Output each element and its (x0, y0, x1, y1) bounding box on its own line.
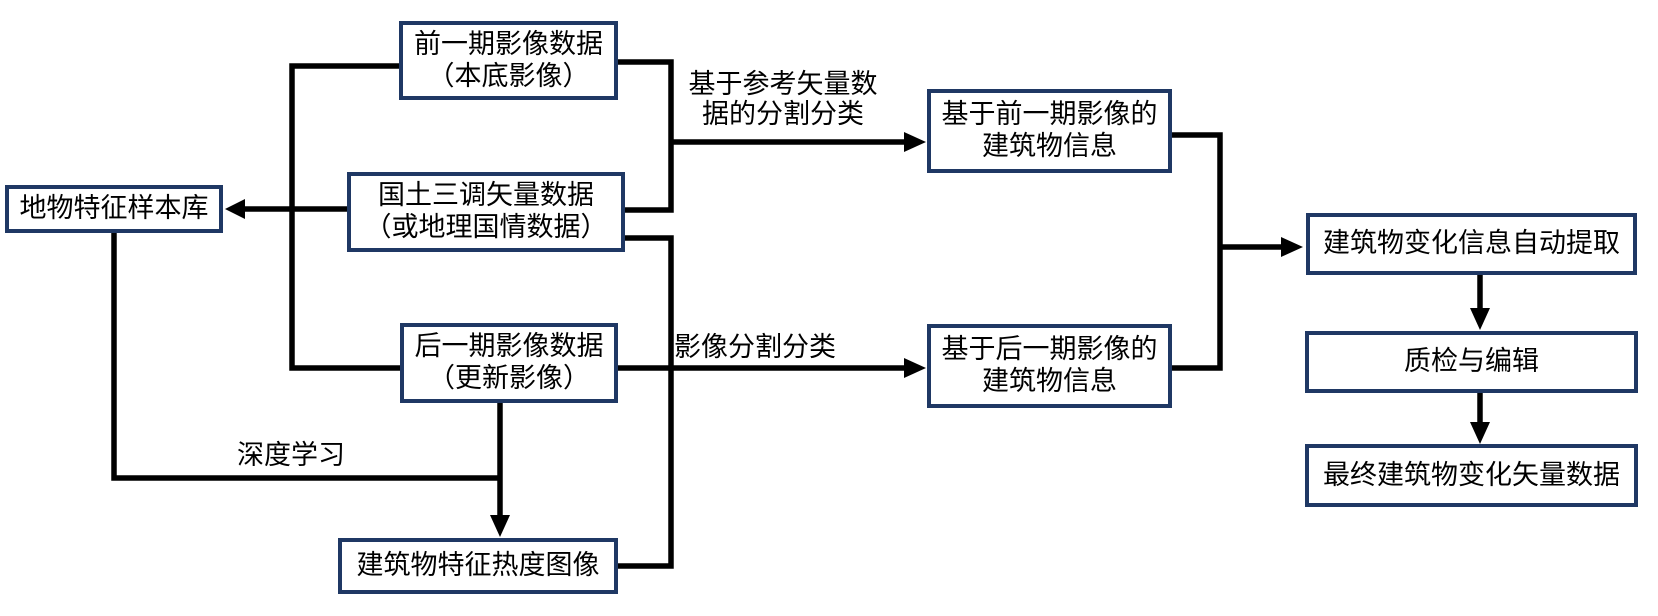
connector-deep-learning-path (111, 232, 500, 481)
node-next-image-box: 后一期影像数据 （更新影像） (400, 323, 618, 403)
node-prev-image-line1: 前一期影像数据 (414, 28, 603, 59)
connector-prev-to-next-image-rail (289, 63, 400, 371)
node-prev-buildings-line1: 基于前一期影像的 (941, 99, 1158, 130)
connector-shafts (111, 59, 1483, 569)
node-auto-extract-line1: 建筑物变化信息自动提取 (1323, 228, 1620, 259)
node-final-vector-box: 最终建筑物变化矢量数据 (1305, 444, 1638, 507)
node-survey-vector-line2: （或地理国情数据） (364, 212, 608, 242)
edge-label-ref-vector-seg-line1: 基于参考矢量数 (688, 69, 878, 99)
node-qc-edit-line1: 质检与编辑 (1404, 346, 1539, 377)
connector-prev-image-and-survey-junction (618, 59, 674, 213)
node-survey-vector-box: 国土三调矢量数据 （或地理国情数据） (347, 172, 625, 252)
arrowhead-into-prev-buildings (904, 132, 926, 152)
arrowhead-into-final-vector (1470, 422, 1490, 444)
arrowhead-into-qc-edit (1470, 308, 1490, 330)
edge-label-image-seg: 影像分割分类 (665, 332, 845, 363)
node-survey-vector-line1: 国土三调矢量数据 (378, 180, 594, 211)
node-next-buildings-box: 基于后一期影像的 建筑物信息 (927, 324, 1172, 408)
node-heat-image-box: 建筑物特征热度图像 (338, 538, 618, 594)
arrowhead-into-heat-image (490, 515, 510, 537)
edge-label-ref-vector-seg: 基于参考矢量数 据的分割分类 (663, 69, 903, 129)
arrowhead-into-auto-extract (1281, 237, 1303, 257)
edge-label-deep-learning-line1: 深度学习 (237, 440, 345, 470)
node-next-buildings-line2: 建筑物信息 (982, 366, 1117, 396)
edge-label-image-seg-line1: 影像分割分类 (674, 332, 836, 362)
node-next-buildings-line1: 基于后一期影像的 (941, 334, 1158, 365)
node-next-image-line1: 后一期影像数据 (414, 331, 604, 362)
node-prev-buildings-line2: 建筑物信息 (982, 131, 1117, 161)
node-next-image-line2: （更新影像） (428, 363, 590, 393)
node-auto-extract-box: 建筑物变化信息自动提取 (1306, 213, 1637, 275)
arrowhead-into-sample-lib (225, 199, 245, 219)
arrowhead-into-next-buildings (904, 358, 926, 378)
node-qc-edit-box: 质检与编辑 (1305, 331, 1638, 393)
connector-survey-to-heat-image-rail (618, 235, 674, 569)
node-sample-lib-line1: 地物特征样本库 (19, 193, 209, 224)
connector-arrowheads (225, 132, 1490, 537)
edge-label-ref-vector-seg-line2: 据的分割分类 (702, 98, 864, 129)
connector-buildings-merge-junction (1172, 132, 1223, 371)
node-prev-buildings-box: 基于前一期影像的 建筑物信息 (927, 89, 1172, 173)
node-prev-image-box: 前一期影像数据 （本底影像） (399, 21, 618, 100)
node-final-vector-line1: 最终建筑物变化矢量数据 (1323, 459, 1620, 490)
node-heat-image-line1: 建筑物特征热度图像 (356, 550, 600, 581)
edge-label-deep-learning: 深度学习 (236, 440, 346, 471)
node-prev-image-line2: （本底影像） (427, 60, 590, 91)
node-sample-lib-box: 地物特征样本库 (5, 185, 223, 233)
